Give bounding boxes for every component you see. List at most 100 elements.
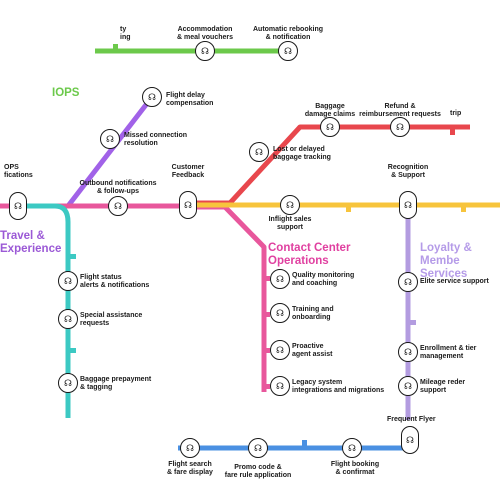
agent-headset-icon: ☊ <box>148 91 156 102</box>
agent-headset-icon: ☊ <box>184 199 192 210</box>
agent-headset-icon: ☊ <box>254 442 262 453</box>
station-inflight-sales[interactable]: ☊ <box>280 195 300 215</box>
label-inflight-sales: Inflight sales support <box>268 216 312 231</box>
label-flight-booking: Flight booking & confirmat <box>330 461 380 476</box>
station-outbound-notifications[interactable]: ☊ <box>108 196 128 216</box>
station-enrollment-tier[interactable]: ☊ <box>398 342 418 362</box>
station-customer-feedback[interactable]: ☊ <box>179 191 197 219</box>
title-irops: IOPS <box>52 87 80 99</box>
station-accommodation[interactable]: ☊ <box>195 41 215 61</box>
label-flight-status: Flight status alerts & notifications <box>80 274 150 289</box>
red-tick <box>450 129 455 135</box>
agent-headset-icon: ☊ <box>201 45 209 56</box>
station-training-onboarding[interactable]: ☊ <box>270 303 290 323</box>
agent-headset-icon: ☊ <box>114 200 122 211</box>
station-flight-delay-compensation[interactable]: ☊ <box>142 87 162 107</box>
label-automatic-rebooking: Automatic rebooking & notification <box>252 26 324 41</box>
label-mileage-redemption: Mileage reder support <box>420 379 466 394</box>
title-travel-experience: Travel & Experience <box>0 230 62 255</box>
label-promo-code: Promo code & fare rule application <box>224 464 292 479</box>
agent-headset-icon: ☊ <box>286 199 294 210</box>
station-promo-code[interactable]: ☊ <box>248 438 268 458</box>
station-flight-booking[interactable]: ☊ <box>342 438 362 458</box>
station-recognition-support[interactable]: ☊ <box>399 191 417 219</box>
agent-headset-icon: ☊ <box>404 199 412 210</box>
station-mileage-redemption[interactable]: ☊ <box>398 376 418 396</box>
label-training-onboarding: Training and onboarding <box>292 306 334 321</box>
lavender-tick <box>410 320 416 325</box>
label-refund-reimbursement: Refund & reimbursement requests <box>359 103 441 118</box>
teal-tick <box>70 348 76 353</box>
station-lost-delayed-baggage[interactable]: ☊ <box>249 142 269 162</box>
agent-headset-icon: ☊ <box>255 146 263 157</box>
pink-tick <box>264 312 270 317</box>
agent-headset-icon: ☊ <box>348 442 356 453</box>
pink-tick <box>264 276 270 281</box>
title-loyalty: Loyalty & Membe Services <box>420 242 472 280</box>
label-legacy-system: Legacy system integrations and migration… <box>292 379 385 394</box>
agent-headset-icon: ☊ <box>406 434 414 445</box>
label-baggage-prepayment: Baggage prepayment & tagging <box>80 376 152 391</box>
label-frequent-flyer: Frequent Flyer <box>387 416 436 423</box>
station-frequent-flyer[interactable]: ☊ <box>401 426 419 454</box>
label-outbound-notifications: Outbound notifications & follow-ups <box>79 180 157 195</box>
station-special-assistance[interactable]: ☊ <box>58 309 78 329</box>
label-top-left: ty ing <box>120 26 131 41</box>
green-line-tick <box>113 44 118 50</box>
title-contact-center: Contact Center Operations <box>268 242 351 267</box>
station-irops-notifications[interactable]: ☊ <box>9 192 27 220</box>
agent-headset-icon: ☊ <box>186 442 194 453</box>
label-irops-notifications: OPS fications <box>4 164 33 179</box>
station-flight-search[interactable]: ☊ <box>180 438 200 458</box>
label-trip: trip <box>450 110 462 117</box>
agent-headset-icon: ☊ <box>64 275 72 286</box>
station-refund-reimbursement[interactable]: ☊ <box>390 117 410 137</box>
station-baggage-prepayment[interactable]: ☊ <box>58 373 78 393</box>
label-recognition-support: Recognition & Support <box>387 164 429 179</box>
pink-tick <box>264 348 270 353</box>
agent-headset-icon: ☊ <box>284 45 292 56</box>
station-proactive-agent[interactable]: ☊ <box>270 340 290 360</box>
yellow-tick <box>461 206 466 212</box>
agent-headset-icon: ☊ <box>276 307 284 318</box>
label-customer-feedback: Customer Feedback <box>171 164 205 179</box>
agent-headset-icon: ☊ <box>64 377 72 388</box>
label-accommodation: Accommodation & meal vouchers <box>176 26 234 41</box>
station-legacy-system[interactable]: ☊ <box>270 376 290 396</box>
station-quality-monitoring[interactable]: ☊ <box>270 269 290 289</box>
label-elite-service: Elite service support <box>420 278 489 285</box>
agent-headset-icon: ☊ <box>276 273 284 284</box>
label-lost-delayed-baggage: Lost or delayed baggage tracking <box>273 146 331 161</box>
station-elite-service[interactable]: ☊ <box>398 272 418 292</box>
label-special-assistance: Special assistance requests <box>80 312 143 327</box>
label-baggage-damage: Baggage damage claims <box>304 103 356 118</box>
blue-tick <box>302 440 307 446</box>
agent-headset-icon: ☊ <box>396 121 404 132</box>
station-flight-status[interactable]: ☊ <box>58 271 78 291</box>
label-flight-search: Flight search & fare display <box>167 461 213 476</box>
station-baggage-damage[interactable]: ☊ <box>320 117 340 137</box>
label-proactive-agent: Proactive agent assist <box>292 343 333 358</box>
label-quality-monitoring: Quality monitoring and coaching <box>292 272 355 287</box>
agent-headset-icon: ☊ <box>64 313 72 324</box>
station-automatic-rebooking[interactable]: ☊ <box>278 41 298 61</box>
label-flight-delay-compensation: Flight delay compensation <box>166 92 214 107</box>
label-missed-connection: Missed connection resolution <box>124 132 188 147</box>
teal-tick <box>70 254 76 259</box>
label-enrollment-tier: Enrollment & tier management <box>420 345 477 360</box>
teal-line <box>12 203 71 418</box>
agent-headset-icon: ☊ <box>14 200 22 211</box>
agent-headset-icon: ☊ <box>404 346 412 357</box>
agent-headset-icon: ☊ <box>106 133 114 144</box>
yellow-tick <box>346 206 351 212</box>
agent-headset-icon: ☊ <box>276 380 284 391</box>
agent-headset-icon: ☊ <box>276 344 284 355</box>
pink-branch-line <box>196 204 267 392</box>
pink-tick <box>264 384 270 389</box>
red-line <box>196 124 470 206</box>
agent-headset-icon: ☊ <box>404 276 412 287</box>
station-missed-connection[interactable]: ☊ <box>100 129 120 149</box>
agent-headset-icon: ☊ <box>404 380 412 391</box>
